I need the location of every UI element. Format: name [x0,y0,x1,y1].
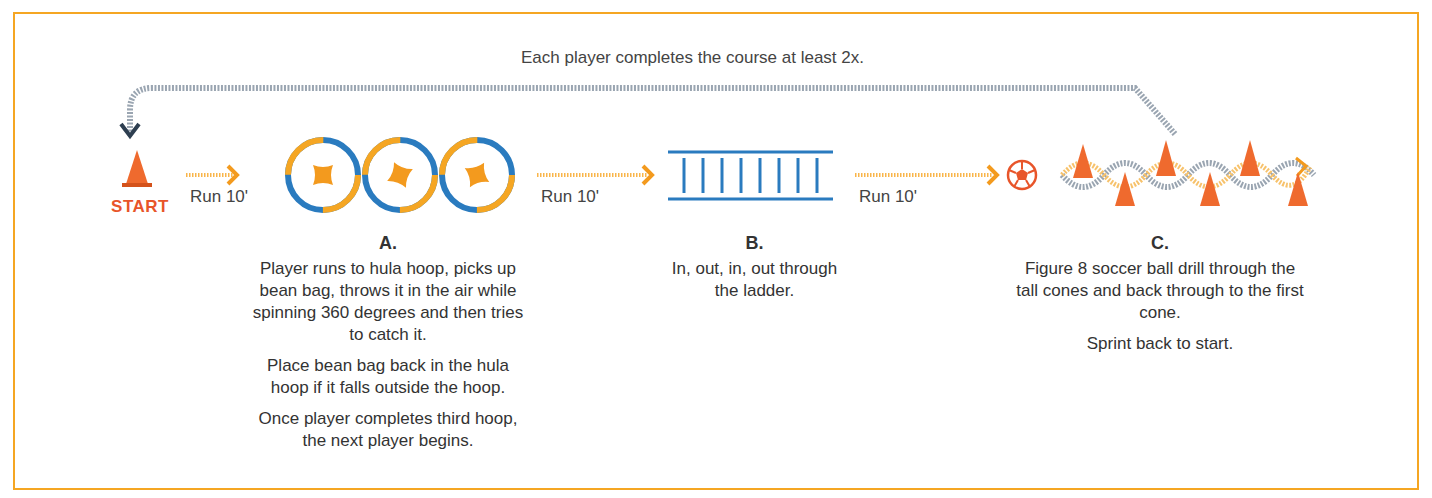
run-arrowhead [643,166,652,184]
start-cone [122,150,152,187]
station-instruction: Sprint back to start. [1015,333,1305,355]
start-label: START [102,196,178,218]
ladder-rung [778,158,781,193]
station-a: A. Player runs to hula hoop, picks up bea… [245,136,531,452]
hoop-stripe [442,140,512,210]
run-line [537,173,648,177]
ball-patch [1016,169,1028,180]
hoop-stripe [365,140,435,210]
bean-bag [465,163,489,187]
hoop-stripe [288,140,358,210]
hoop-ring [288,140,358,210]
connector [855,166,997,184]
start-node: START [100,140,180,218]
run-arrowhead [228,166,237,184]
station-instruction: In, out, in, out through the ladder. [662,258,847,302]
station-letter: A. [247,232,529,254]
ladder-rung [740,158,743,193]
cone [1240,140,1260,176]
cone [1200,172,1220,206]
run-arrowhead [988,166,997,184]
tall-cones [1073,140,1308,206]
bean-bag [387,162,413,188]
connector [537,166,652,184]
ladder-rung [797,158,800,193]
cone-base [122,183,152,187]
ladder-rail [668,198,833,201]
bean-bag [313,165,333,185]
ladder-rung [759,158,762,193]
cone [1073,144,1093,178]
return-arrowhead [121,124,139,136]
ladder-rung [702,158,705,193]
run-line [855,173,993,177]
soccer-ball [1008,161,1036,189]
agility-ladder [668,152,833,199]
station-c: C. Figure 8 soccer ball drill through the… [1005,136,1315,355]
cone [1115,172,1135,206]
station-letter: B. [662,232,847,254]
weave-return-path [1062,163,1314,187]
ladder-rung [683,158,686,193]
ball-seams [1009,162,1035,187]
cone [1156,140,1176,176]
ladder-rung [721,158,724,193]
ladder-rail [668,151,833,154]
ladder-rung [816,158,819,193]
edge-label: Run 10' [857,187,919,207]
weave-out-path [1062,163,1310,187]
station-instruction: Player runs to hula hoop, picks up bean … [247,258,529,346]
hula-hoops [288,140,512,210]
orange-frame [13,12,1419,490]
cone [1288,172,1308,206]
station-instruction: Once player completes third hoop, the ne… [247,408,529,452]
connector [186,166,237,184]
station-letter: C. [1015,232,1305,254]
station-b: B. In, out, in, out through the ladder. [660,136,849,302]
hoop-ring [365,140,435,210]
ball-outline [1008,161,1036,189]
connector [121,88,1175,136]
cone-body [126,150,148,184]
edge-label: Run 10' [188,187,250,207]
station-instruction: Figure 8 soccer ball drill through the t… [1015,258,1305,324]
hoop-ring [442,140,512,210]
edge-label: Run 10' [539,187,601,207]
edge-label: Each player completes the course at leas… [519,48,866,68]
return-line [130,88,1175,134]
weave-arrowhead [1296,158,1306,176]
station-instruction: Place bean bag back in the hula hoop if … [247,355,529,399]
weave-paths [1062,158,1314,187]
run-line [186,173,233,177]
